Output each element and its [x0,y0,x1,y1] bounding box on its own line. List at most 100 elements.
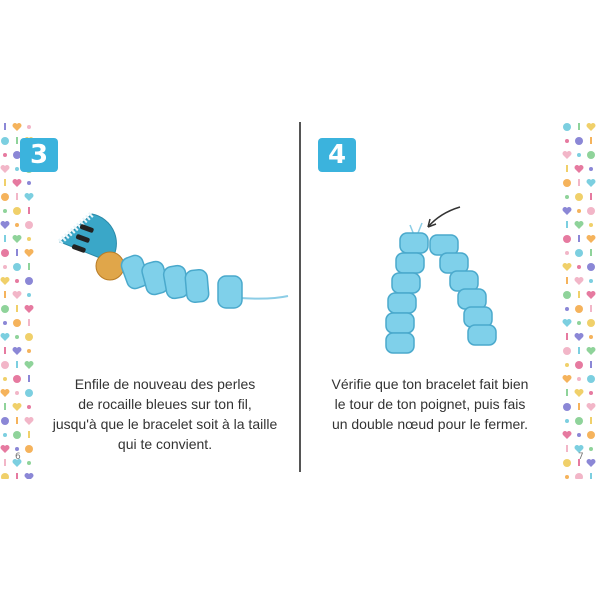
pattern-shape [565,475,569,479]
pattern-shape [563,179,571,187]
pattern-shape [13,375,21,383]
blue-bead [463,306,493,328]
pattern-shape [27,181,31,185]
pattern-shape [587,319,595,327]
step-4-instructions: Vérifie que ton bracelet fait bien le to… [310,374,550,434]
pattern-shape [577,433,581,437]
pattern-shape [27,293,31,297]
pattern-shape [578,459,580,466]
pattern-shape [589,223,593,227]
pattern-shape [27,349,31,353]
pattern-shape [24,417,34,425]
pattern-shape [587,431,595,439]
pattern-shape [1,361,9,369]
pattern-shape [3,265,7,269]
pattern-shape [0,277,10,285]
pattern-shape [15,335,19,339]
pattern-shape [25,277,33,285]
blue-bead [439,252,469,274]
pattern-shape [3,433,7,437]
blue-bead [399,232,429,254]
pattern-shape [565,251,569,255]
pattern-shape [578,235,580,242]
pattern-shape [587,375,595,383]
pattern-shape [574,333,584,341]
pattern-shape [27,125,31,129]
blue-bead [184,269,210,303]
pattern-shape [13,319,21,327]
pattern-shape [575,305,583,313]
pattern-shape [28,319,30,326]
blue-bead [391,272,421,294]
blue-bead [395,252,425,274]
pattern-shape [587,263,595,271]
pattern-shape [575,193,583,201]
pattern-shape [562,151,572,159]
pattern-shape [575,417,583,425]
pattern-shape [563,347,571,355]
pattern-shape [586,403,596,411]
pattern-shape [16,305,18,312]
pattern-shape [12,403,22,411]
page-number-right: 7 [578,452,584,462]
pattern-shape [0,221,10,229]
pattern-shape [566,165,568,172]
pattern-shape [1,473,9,479]
bead-threading-illustration [58,211,289,309]
pattern-shape [578,123,580,130]
pattern-shape [24,361,34,369]
pattern-shape [1,305,9,313]
pattern-shape [565,363,569,367]
pattern-shape [16,137,18,144]
pattern-shape [16,249,18,256]
pattern-shape [16,361,18,368]
pattern-shape [3,377,7,381]
blue-bead [385,312,415,334]
blue-bead [467,324,497,346]
pattern-shape [566,277,568,284]
pattern-shape [12,235,22,243]
pattern-shape [12,347,22,355]
pattern-shape [24,193,34,201]
pattern-shape [12,291,22,299]
pattern-shape [27,405,31,409]
pattern-shape [0,333,10,341]
pattern-shape [578,179,580,186]
pattern-shape [24,473,34,479]
pattern-shape [590,137,592,144]
pattern-shape [577,153,581,157]
pattern-shape [28,375,30,382]
pattern-shape [589,279,593,283]
pattern-shape [575,137,583,145]
pattern-shape [16,417,18,424]
step-3-instructions: Enfile de nouveau des perles de rocaille… [45,374,285,454]
pattern-shape [578,291,580,298]
pattern-shape [577,321,581,325]
pattern-shape [577,377,581,381]
pattern-shape [0,445,10,453]
pattern-shape [27,237,31,241]
pattern-shape [24,305,34,313]
step-badge-3: 3 [20,138,58,172]
pattern-shape [15,279,19,283]
pattern-shape [563,459,571,467]
pattern-shape [586,235,596,243]
gold-bead [95,251,125,281]
pattern-shape [25,389,33,397]
pattern-shape [590,249,592,256]
pattern-shape [16,473,18,479]
pattern-shape [574,221,584,229]
pattern-shape [577,209,581,213]
pattern-shape [575,361,583,369]
pattern-shape [590,305,592,312]
pattern-shape [589,447,593,451]
pattern-shape [1,193,9,201]
text-line: Vérifie que ton bracelet fait bien [331,376,529,392]
pattern-shape [28,431,30,438]
pattern-shape [3,209,7,213]
pattern-shape [3,321,7,325]
blue-bead [217,275,243,309]
bracelet-knot-illustration [385,206,497,354]
pattern-shape [565,195,569,199]
pattern-shape [27,461,31,465]
